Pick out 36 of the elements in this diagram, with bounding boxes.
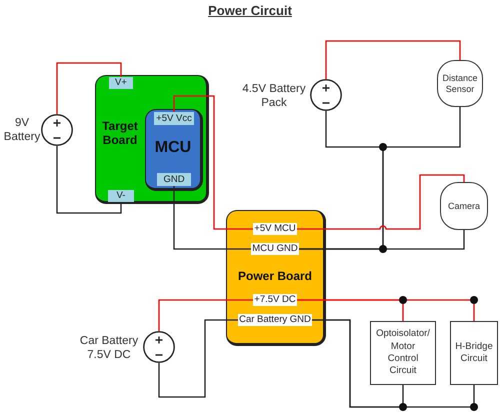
circuit-block: H-Bridge Circuit [450, 321, 498, 385]
pin-label: V+ [109, 77, 133, 89]
pin-label: +5V Vcc [154, 112, 194, 125]
wire [158, 319, 238, 398]
battery-label: Car Battery 7.5V DC [78, 334, 140, 362]
circuit-board [95, 75, 209, 204]
circuit-board [226, 210, 326, 346]
pin-label: Car Battery GND [238, 314, 312, 326]
wire [298, 230, 465, 250]
camera-node: Camera [440, 182, 488, 230]
wire [173, 186, 252, 250]
chip-title: MCU [154, 139, 192, 157]
sensor-node: Distance Sensor [437, 60, 483, 107]
battery-symbol [310, 79, 342, 111]
battery-symbol [41, 114, 73, 146]
board-title: Target Board [101, 119, 139, 147]
wire [173, 95, 254, 230]
pin-label: MCU GND [251, 243, 299, 255]
wire [325, 40, 461, 79]
battery-label: 9V Battery [2, 116, 42, 144]
diagram-title: Power Circuit [208, 3, 292, 18]
pin-label: +7.5V DC [253, 294, 297, 306]
battery-label: 4.5V Battery Pack [241, 82, 307, 110]
wire [56, 146, 122, 214]
wire [312, 319, 475, 408]
microcontroller-chip [145, 109, 203, 191]
wire [296, 174, 465, 230]
pin-label: GND [157, 173, 191, 186]
wire [56, 62, 122, 114]
pin-label: +5V MCU [253, 223, 297, 235]
wire [296, 299, 475, 321]
wire [158, 299, 254, 331]
pin-label: V- [108, 190, 134, 202]
board-title: Power Board [236, 269, 313, 283]
battery-symbol [143, 331, 175, 363]
circuit-block: Optoisolator/ Motor Control Circuit [370, 321, 436, 385]
